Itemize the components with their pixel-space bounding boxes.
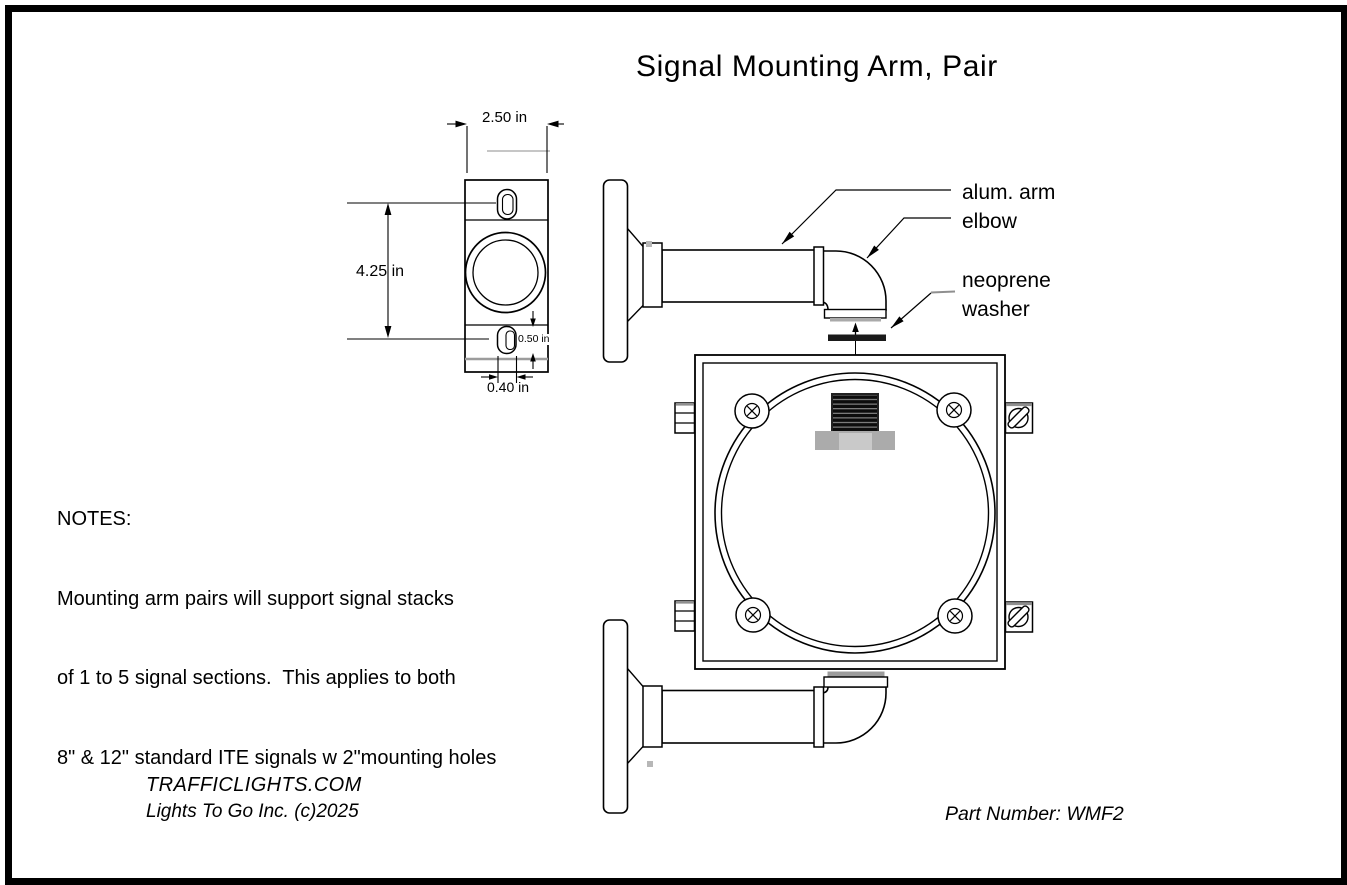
arm-pipe bbox=[661, 689, 817, 744]
bracket-front-view bbox=[464, 179, 549, 373]
notes-heading: NOTES: bbox=[57, 508, 132, 530]
part-number-text: Part Number: WMF2 bbox=[945, 803, 1124, 825]
neoprene-washer-shape bbox=[828, 334, 886, 341]
arm-cone bbox=[626, 226, 645, 324]
dim-slot-height: 0.50 in bbox=[517, 333, 551, 345]
drawing-title: Signal Mounting Arm, Pair bbox=[636, 50, 998, 83]
signal-housing-front-view bbox=[674, 354, 1034, 670]
dimension-lines bbox=[347, 120, 564, 383]
elbow-flange bbox=[823, 308, 887, 319]
latch-bottom bbox=[1004, 601, 1034, 633]
arm-elbow bbox=[820, 250, 887, 311]
bottom-washer-shape bbox=[827, 671, 885, 677]
threaded-nipple bbox=[831, 393, 879, 433]
assembly-arrow bbox=[852, 322, 859, 332]
callout-neoprene-washer: neoprene washer bbox=[962, 266, 1051, 324]
elbow-flange bbox=[823, 676, 889, 688]
dim-plate-height: 4.25 in bbox=[356, 263, 405, 280]
wall-plate bbox=[602, 619, 629, 814]
company-copyright-text: Lights To Go Inc. (c)2025 bbox=[146, 801, 359, 822]
notes-block: NOTES: Mounting arm pairs will support s… bbox=[57, 453, 496, 824]
arm-elbow bbox=[820, 686, 887, 744]
door-ring-inner bbox=[720, 378, 990, 648]
callout-leaders bbox=[781, 189, 956, 329]
arm-side-view-top bbox=[602, 179, 887, 363]
latch-top bbox=[1004, 402, 1034, 434]
top-slot bbox=[496, 188, 518, 220]
bottom-slot bbox=[496, 325, 517, 355]
dim-plate-width: 2.50 in bbox=[482, 109, 528, 126]
notes-line: of 1 to 5 signal sections. This applies … bbox=[57, 667, 456, 689]
arm-cone bbox=[626, 666, 645, 766]
arm-side-view-bottom bbox=[602, 619, 889, 814]
dim-slot-width: 0.40 in bbox=[487, 379, 530, 395]
callout-elbow: elbow bbox=[962, 210, 1017, 233]
hinge-top bbox=[674, 402, 696, 434]
arm-pipe bbox=[661, 249, 817, 303]
door-ring-outer bbox=[714, 372, 996, 654]
website-text: TRAFFICLIGHTS.COM bbox=[146, 774, 362, 796]
hinge-bottom bbox=[674, 600, 696, 632]
notes-line: 8" & 12" standard ITE signals w 2"mounti… bbox=[57, 746, 497, 769]
tab-screws bbox=[743, 401, 964, 625]
notes-line: Mounting arm pairs will support signal s… bbox=[57, 587, 454, 610]
callout-washer-line1: neoprene bbox=[962, 269, 1051, 292]
callout-alum-arm: alum. arm bbox=[962, 181, 1056, 204]
callout-washer-line2: washer bbox=[962, 298, 1030, 321]
wall-plate bbox=[602, 179, 629, 363]
